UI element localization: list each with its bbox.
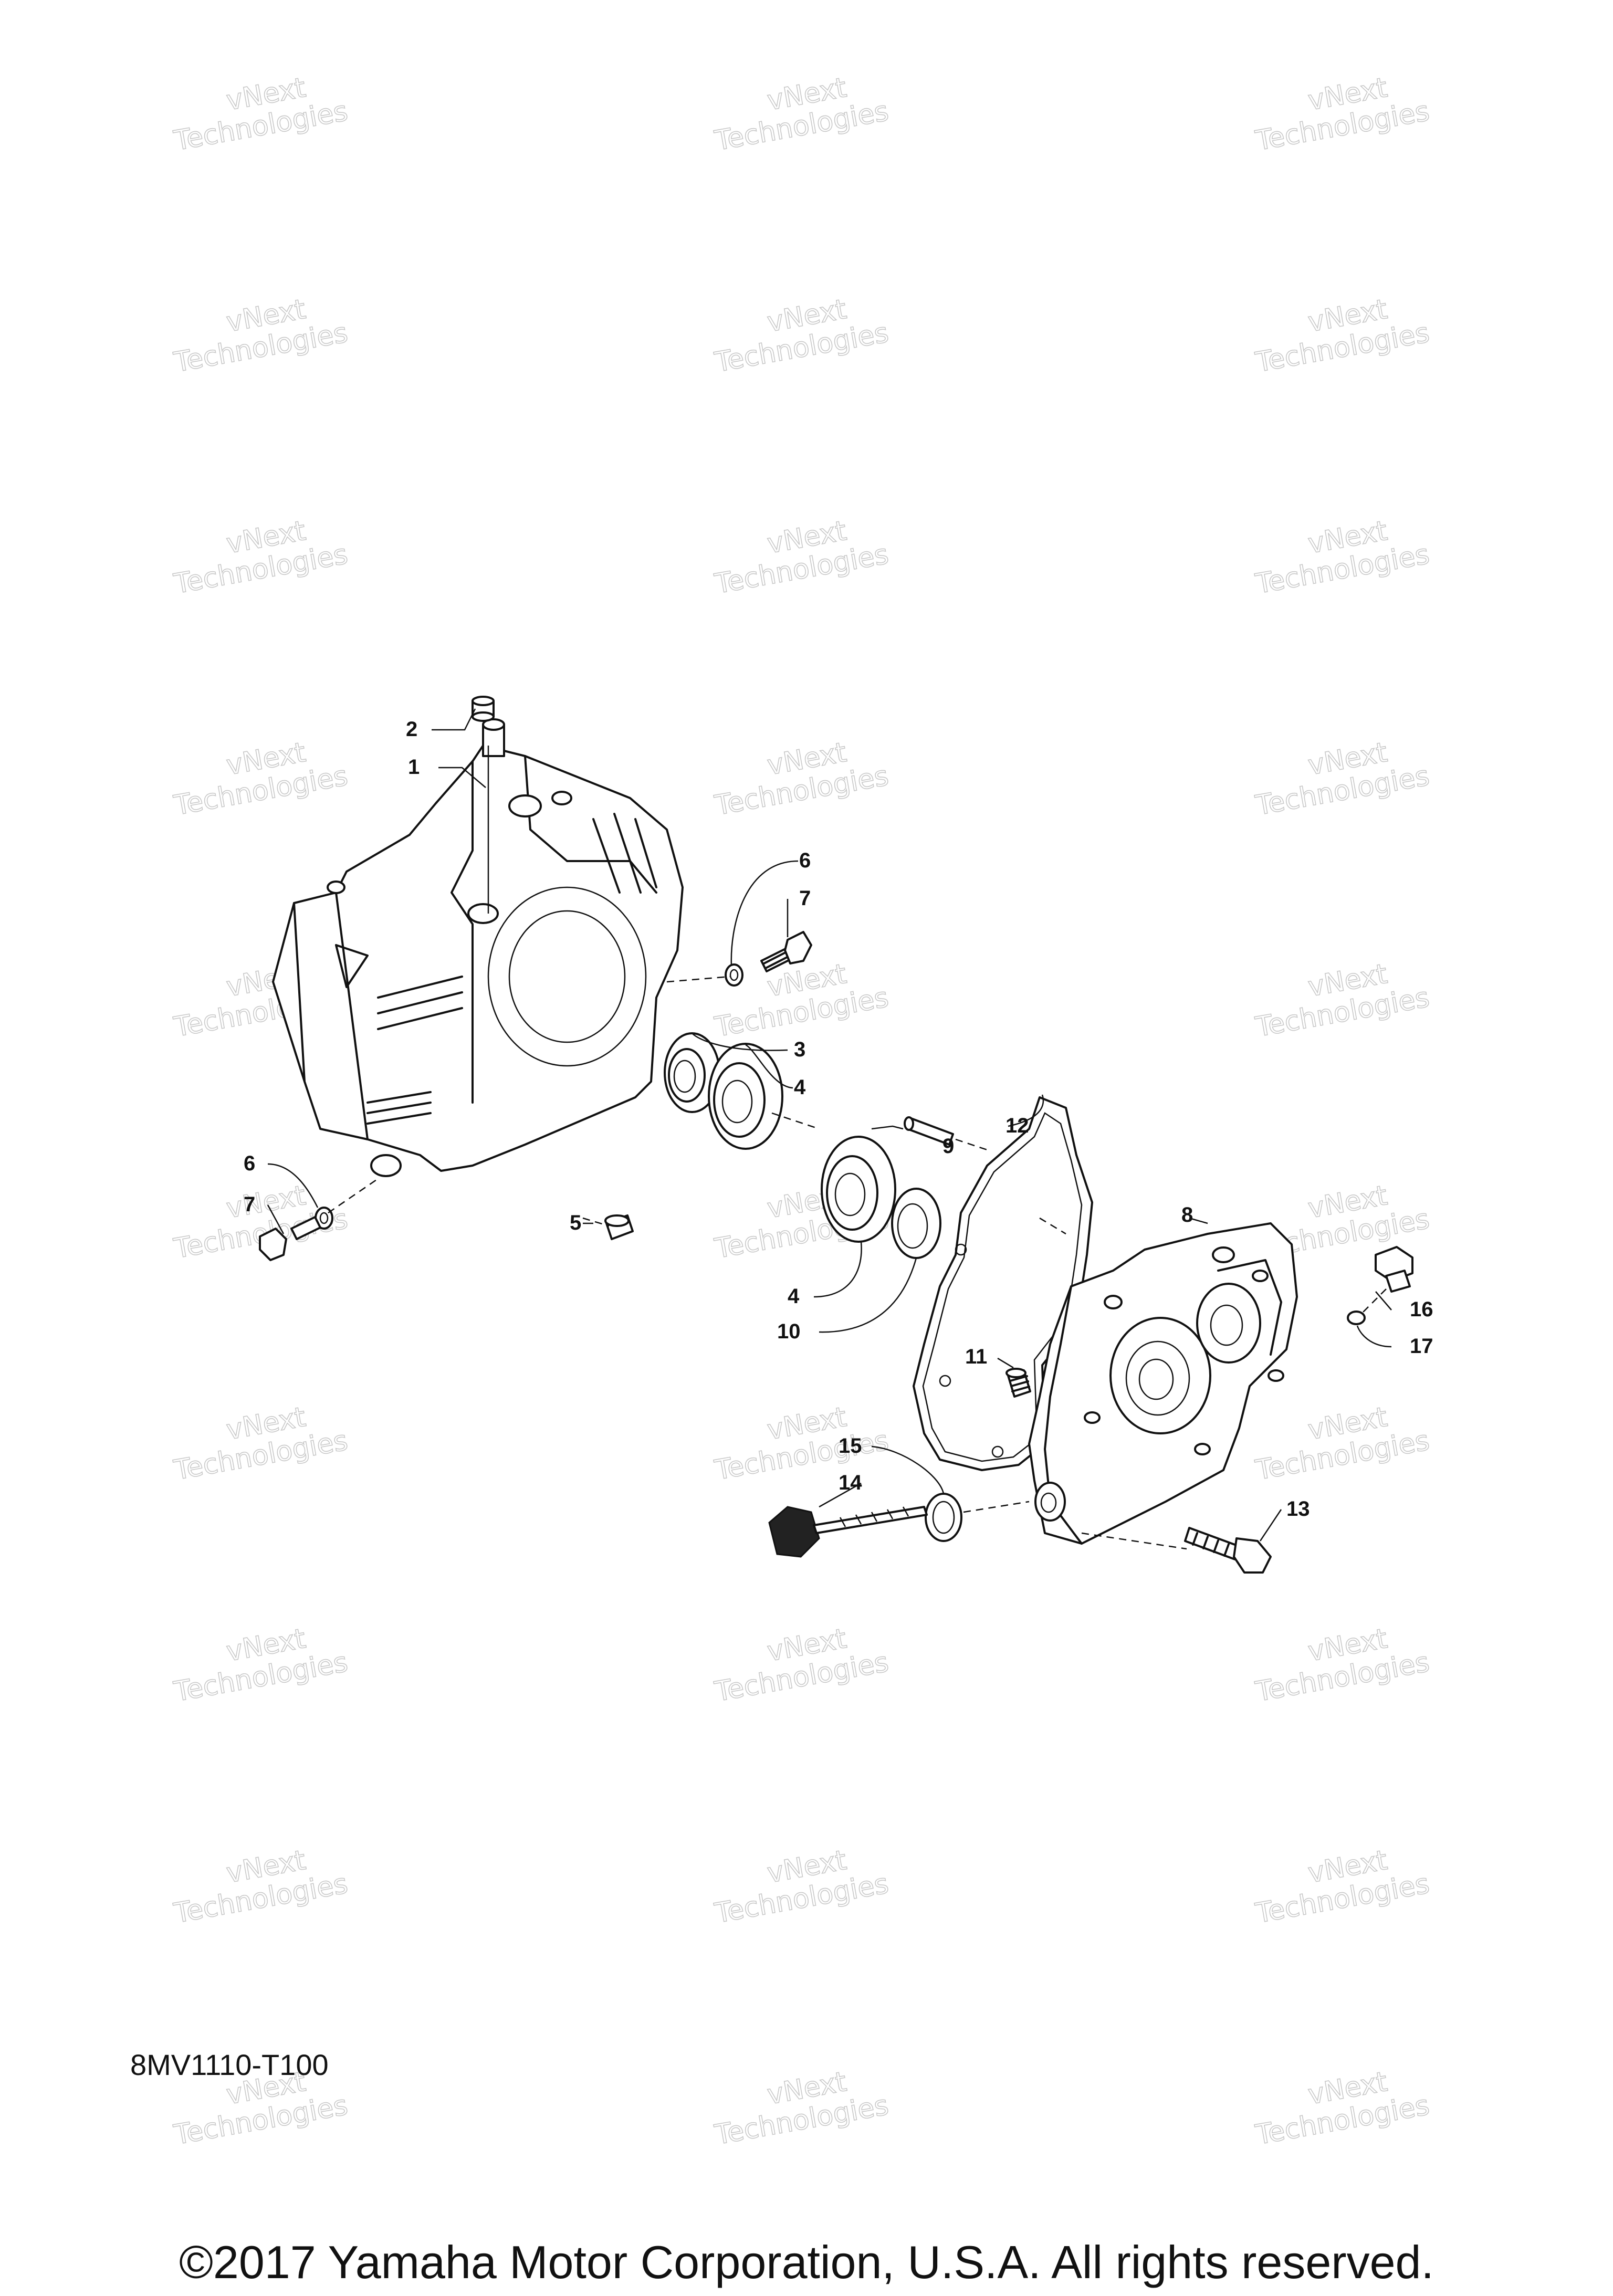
label-part-7: 7 xyxy=(799,887,811,910)
bolt-and-washer-upper xyxy=(666,931,812,987)
drain-plug xyxy=(1005,1368,1031,1398)
label-part-6: 6 xyxy=(799,849,811,872)
label-part-14: 14 xyxy=(839,1471,862,1494)
dipstick-oring xyxy=(925,1493,1030,1542)
copyright-notice: ©2017 Yamaha Motor Corporation, U.S.A. A… xyxy=(179,2236,1434,2288)
oil-dipstick xyxy=(768,1506,928,1558)
label-part-4-lower: 4 xyxy=(788,1285,800,1308)
oil-seal xyxy=(664,1032,720,1113)
leader-lines xyxy=(267,708,1392,1542)
label-part-3: 3 xyxy=(794,1038,805,1061)
label-part-13: 13 xyxy=(1286,1497,1310,1521)
bolt-and-washer-lower xyxy=(259,1178,379,1261)
dowel-pin xyxy=(582,1214,634,1240)
label-part-2: 2 xyxy=(406,718,417,741)
dowel-pin-right xyxy=(904,1116,988,1151)
label-part-12: 12 xyxy=(1005,1114,1029,1137)
gasket xyxy=(913,1096,1093,1471)
label-part-15: 15 xyxy=(839,1434,862,1458)
cover-bolt xyxy=(1184,1527,1272,1574)
label-part-8: 8 xyxy=(1181,1203,1193,1226)
label-part-7-lower: 7 xyxy=(244,1193,255,1216)
crankcase-body xyxy=(272,718,684,1177)
label-part-6-lower: 6 xyxy=(244,1152,255,1175)
label-part-4: 4 xyxy=(794,1076,806,1099)
oil-seal-right xyxy=(891,1188,941,1259)
bearing-upper xyxy=(708,1043,820,1150)
label-part-9: 9 xyxy=(942,1135,954,1158)
oil-plug-and-oring xyxy=(1347,1246,1413,1325)
label-part-1: 1 xyxy=(408,756,420,779)
label-part-5: 5 xyxy=(570,1211,581,1234)
label-part-16: 16 xyxy=(1410,1298,1433,1321)
label-part-10: 10 xyxy=(777,1320,801,1343)
crankcase-cover xyxy=(1028,1217,1298,1550)
dowel-pin-top xyxy=(472,696,495,722)
part-labels: 2 1 6 7 3 4 12 9 6 7 5 8 16 17 4 10 11 1… xyxy=(244,718,1433,1521)
bearing-lower xyxy=(821,1136,896,1243)
label-part-11: 11 xyxy=(965,1345,987,1368)
label-part-17: 17 xyxy=(1410,1335,1433,1358)
drawing-code: 8MV1110-T100 xyxy=(130,2048,329,2081)
